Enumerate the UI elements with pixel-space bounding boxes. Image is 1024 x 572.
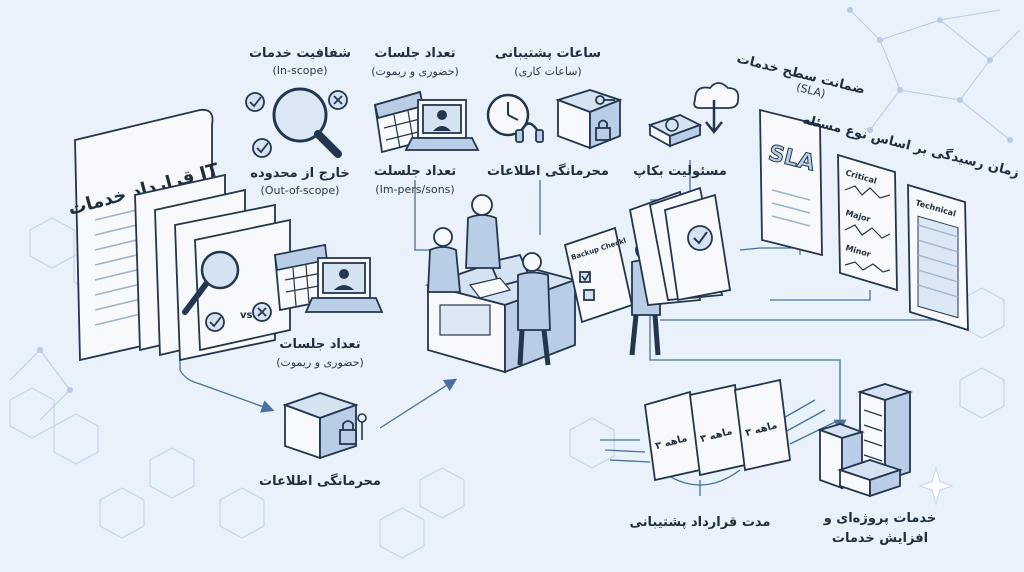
out-of-scope-label: خارج از محدوده [250,166,349,181]
in-scope-label: (In-scope) [272,64,327,77]
servers-icon [817,383,913,498]
contract-duration-label: مدت قرارداد پشتیبانی [630,515,771,530]
backup-checklist-scene: Backup Checkl [563,186,732,356]
office-desk-scene [424,194,579,374]
sessions-bottom-sub: (حضوری و ریموت) [276,356,364,369]
confidentiality-bottom-label: محرمانگی اطلاعات [259,473,381,489]
contract-duration-docs: ۳ ماهه ۳ ماهه ۳ ماهه [644,378,791,482]
confidential-box-bottom-icon [282,392,367,460]
projects-label-line2: افزایش خدمات [832,531,928,546]
support-hours-sub: (ساعات کاری) [514,65,581,78]
vs-label: vs. [240,310,256,321]
sla-documents: SLA Critical Major Minor Technical [759,108,969,332]
confidentiality-top-label: محرمانگی اطلاعات [487,163,609,179]
out-of-scope-en-label: (Out-of-scope) [261,184,340,197]
backup-label: مسئولیت بکاپ [633,164,727,179]
backup-icon [647,82,740,148]
transparency-label: شفافیت خدمات [249,46,351,61]
sessions-mid-label: تعداد جلسلت [374,164,456,179]
confidential-box-icon [555,89,623,150]
it-contract-document: قرارداد خدمات IT vs. [66,108,384,362]
sessions-icon [373,90,480,154]
sessions-bottom-label: تعداد جلسات [279,337,360,352]
support-hours-icon [486,93,544,143]
support-hours-label: ساعات پشتیبانی [495,46,601,61]
sessions-top-sub: (حضوری و ریموت) [371,65,459,78]
sessions-top-label: تعداد جلسات [374,46,455,61]
sessions-mid-sub: (Im-pers/sons) [375,183,454,196]
transparency-icon [245,87,348,158]
background-pattern [9,7,1021,559]
projects-label-line1: خدمات پروژه‌ای و [823,511,937,526]
